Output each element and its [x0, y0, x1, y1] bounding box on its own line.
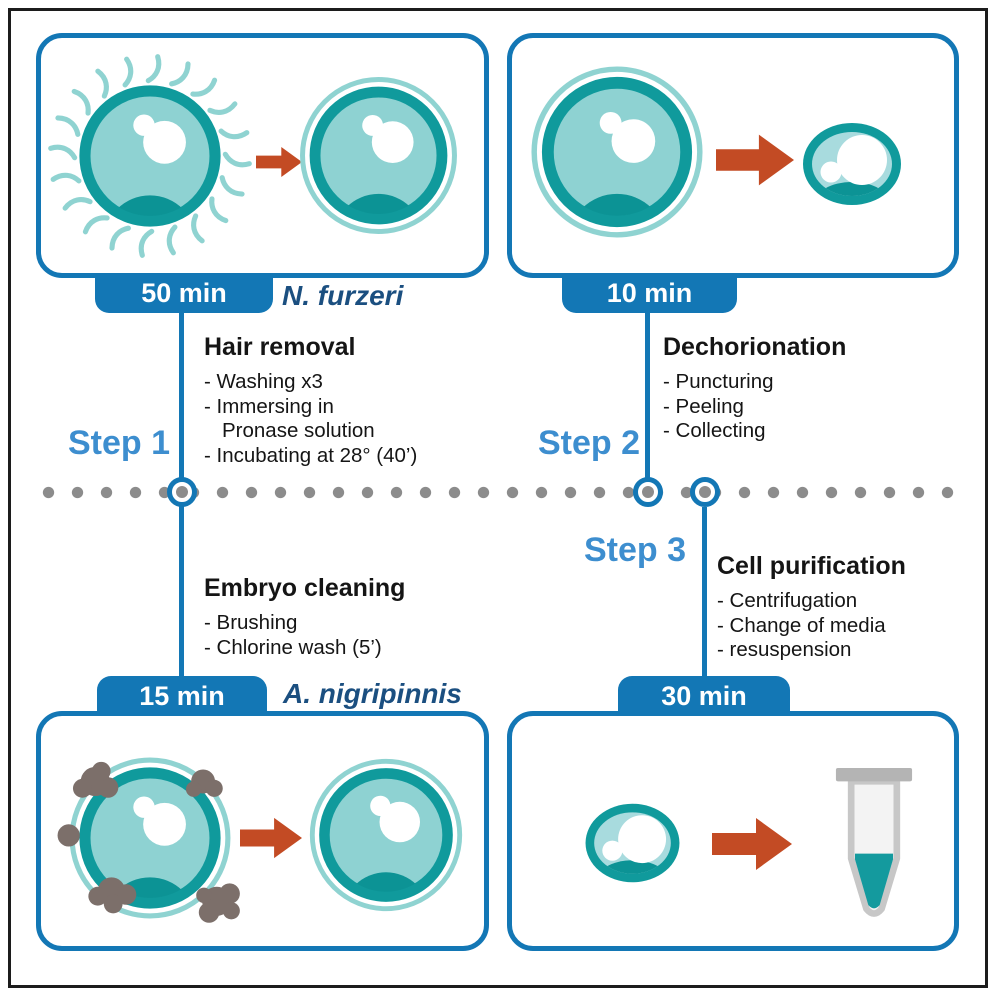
protocol-step-title: Cell purification [717, 552, 906, 580]
timeline-dot-icon [699, 486, 711, 498]
microcentrifuge-tube-icon [835, 768, 913, 917]
species-label-a-nigripinnis: A. nigripinnis [283, 678, 462, 709]
protocol-step-title: Embryo cleaning [204, 574, 406, 602]
timeline-dot-icon [642, 486, 654, 498]
time-badge-embryo-cleaning: 15 min [97, 676, 267, 716]
figure-border-frame [8, 8, 988, 988]
protocol-step-item: - Centrifugation [717, 589, 858, 612]
step2-label: Step 2 [538, 424, 641, 462]
clean-embryo-icon [300, 77, 457, 234]
protocol-step-item: Pronase solution [222, 419, 375, 442]
protocol-step-item: - Collecting [663, 419, 766, 442]
timeline-node-step3 [690, 477, 720, 507]
text-block-hair-removal: Hair removal - Washing x3 - Immersing in… [204, 333, 464, 468]
step3-connector-line [702, 507, 707, 676]
timeline-dotted-line [42, 486, 954, 499]
time-badge-cell-purification: 30 min [618, 676, 790, 716]
protocol-step-item: - Brushing [204, 611, 298, 634]
protocol-step-title: Dechorionation [663, 333, 847, 361]
time-badge-hair-removal: 50 min [95, 273, 273, 313]
arrow-right-icon [256, 147, 302, 177]
text-block-embryo-cleaning: Embryo cleaning - Brushing - Chlorine wa… [204, 574, 464, 660]
text-block-dechorionation: Dechorionation - Puncturing - Peeling - … [663, 333, 923, 444]
timeline-dot-icon [176, 486, 188, 498]
arrow-right-icon [716, 134, 794, 186]
text-block-cell-purification: Cell purification - Centrifugation - Cha… [717, 552, 967, 663]
protocol-step-item: - Immersing in [204, 394, 334, 418]
protocol-step-item: - Change of media [717, 613, 886, 637]
arrow-right-icon [240, 817, 302, 859]
step3-label: Step 3 [584, 531, 687, 569]
protocol-step-item: - resuspension [717, 638, 852, 661]
hairy-embryo-icon [48, 54, 252, 258]
protocol-step-item: - Washing x3 [204, 370, 323, 393]
timeline-node-step1 [167, 477, 197, 507]
dechorionated-embryo-icon [803, 123, 901, 205]
step1-label: Step 1 [68, 424, 171, 462]
arrow-right-icon [712, 818, 792, 870]
clean-embryo-icon [531, 66, 703, 238]
protocol-step-item: - Chlorine wash (5’) [204, 635, 382, 659]
time-badge-dechorionation: 10 min [562, 273, 737, 313]
dechorionated-embryo-icon [585, 803, 680, 883]
timeline-node-step2 [633, 477, 663, 507]
step2-connector-line [645, 313, 650, 480]
species-label-n-furzeri: N. furzeri [282, 280, 404, 311]
protocol-step-item: - Peeling [663, 394, 744, 418]
debris-clumps [57, 761, 240, 923]
protocol-step-title: Hair removal [204, 333, 356, 361]
dirty-embryo-icon [57, 757, 240, 923]
protocol-step-item: - Puncturing [663, 370, 774, 393]
protocol-step-item: - Incubating at 28° (40’) [204, 443, 418, 467]
clean-embryo-icon [309, 758, 463, 912]
